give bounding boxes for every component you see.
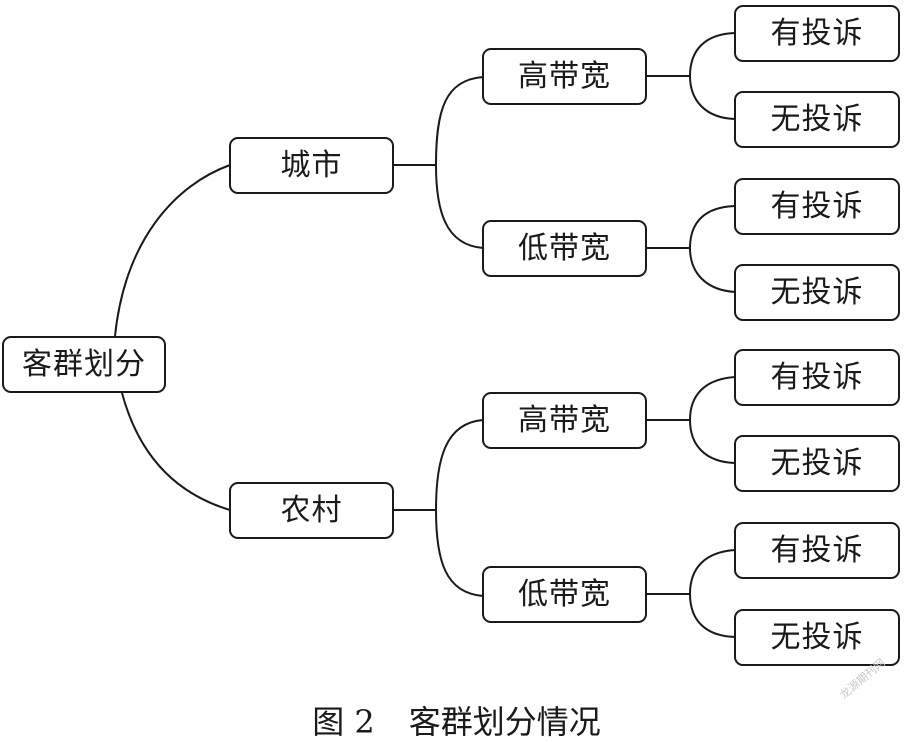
edge-city-low [435, 164, 484, 249]
node-city-high-bandwidth: 高带宽 [482, 48, 647, 105]
edge-root-rural [121, 392, 231, 511]
edge-city-high [435, 76, 484, 166]
node-leaf-no-complaint: 无投诉 [734, 91, 900, 148]
node-rural-high-bandwidth: 高带宽 [482, 392, 647, 449]
edge-rural-low [435, 509, 484, 597]
node-leaf-complaint: 有投诉 [734, 349, 900, 406]
node-leaf-complaint: 有投诉 [734, 5, 900, 62]
edge-root-city [114, 164, 231, 337]
edge-b4-yes [689, 549, 736, 595]
node-city: 城市 [229, 137, 394, 194]
edge-b3-no [689, 419, 736, 464]
node-leaf-no-complaint: 无投诉 [734, 435, 900, 492]
edge-b2-no [689, 247, 736, 293]
node-city-low-bandwidth: 低带宽 [482, 220, 647, 277]
edge-b1-no [689, 75, 736, 120]
edge-b1-yes [689, 32, 736, 77]
figure-label: 图 2 [312, 703, 375, 741]
node-root: 客群划分 [2, 336, 166, 393]
node-rural-low-bandwidth: 低带宽 [482, 566, 647, 623]
edge-b2-yes [689, 205, 736, 249]
edge-rural-high [435, 419, 484, 511]
node-leaf-complaint: 有投诉 [734, 522, 900, 579]
node-leaf-no-complaint: 无投诉 [734, 609, 900, 666]
node-leaf-no-complaint: 无投诉 [734, 264, 900, 321]
edge-b4-no [689, 593, 736, 638]
figure-caption: 图 2 客群划分情况 [0, 697, 913, 743]
node-leaf-complaint: 有投诉 [734, 178, 900, 235]
node-rural: 农村 [229, 482, 394, 539]
edge-b3-yes [689, 376, 736, 421]
figure-title: 客群划分情况 [408, 703, 601, 741]
